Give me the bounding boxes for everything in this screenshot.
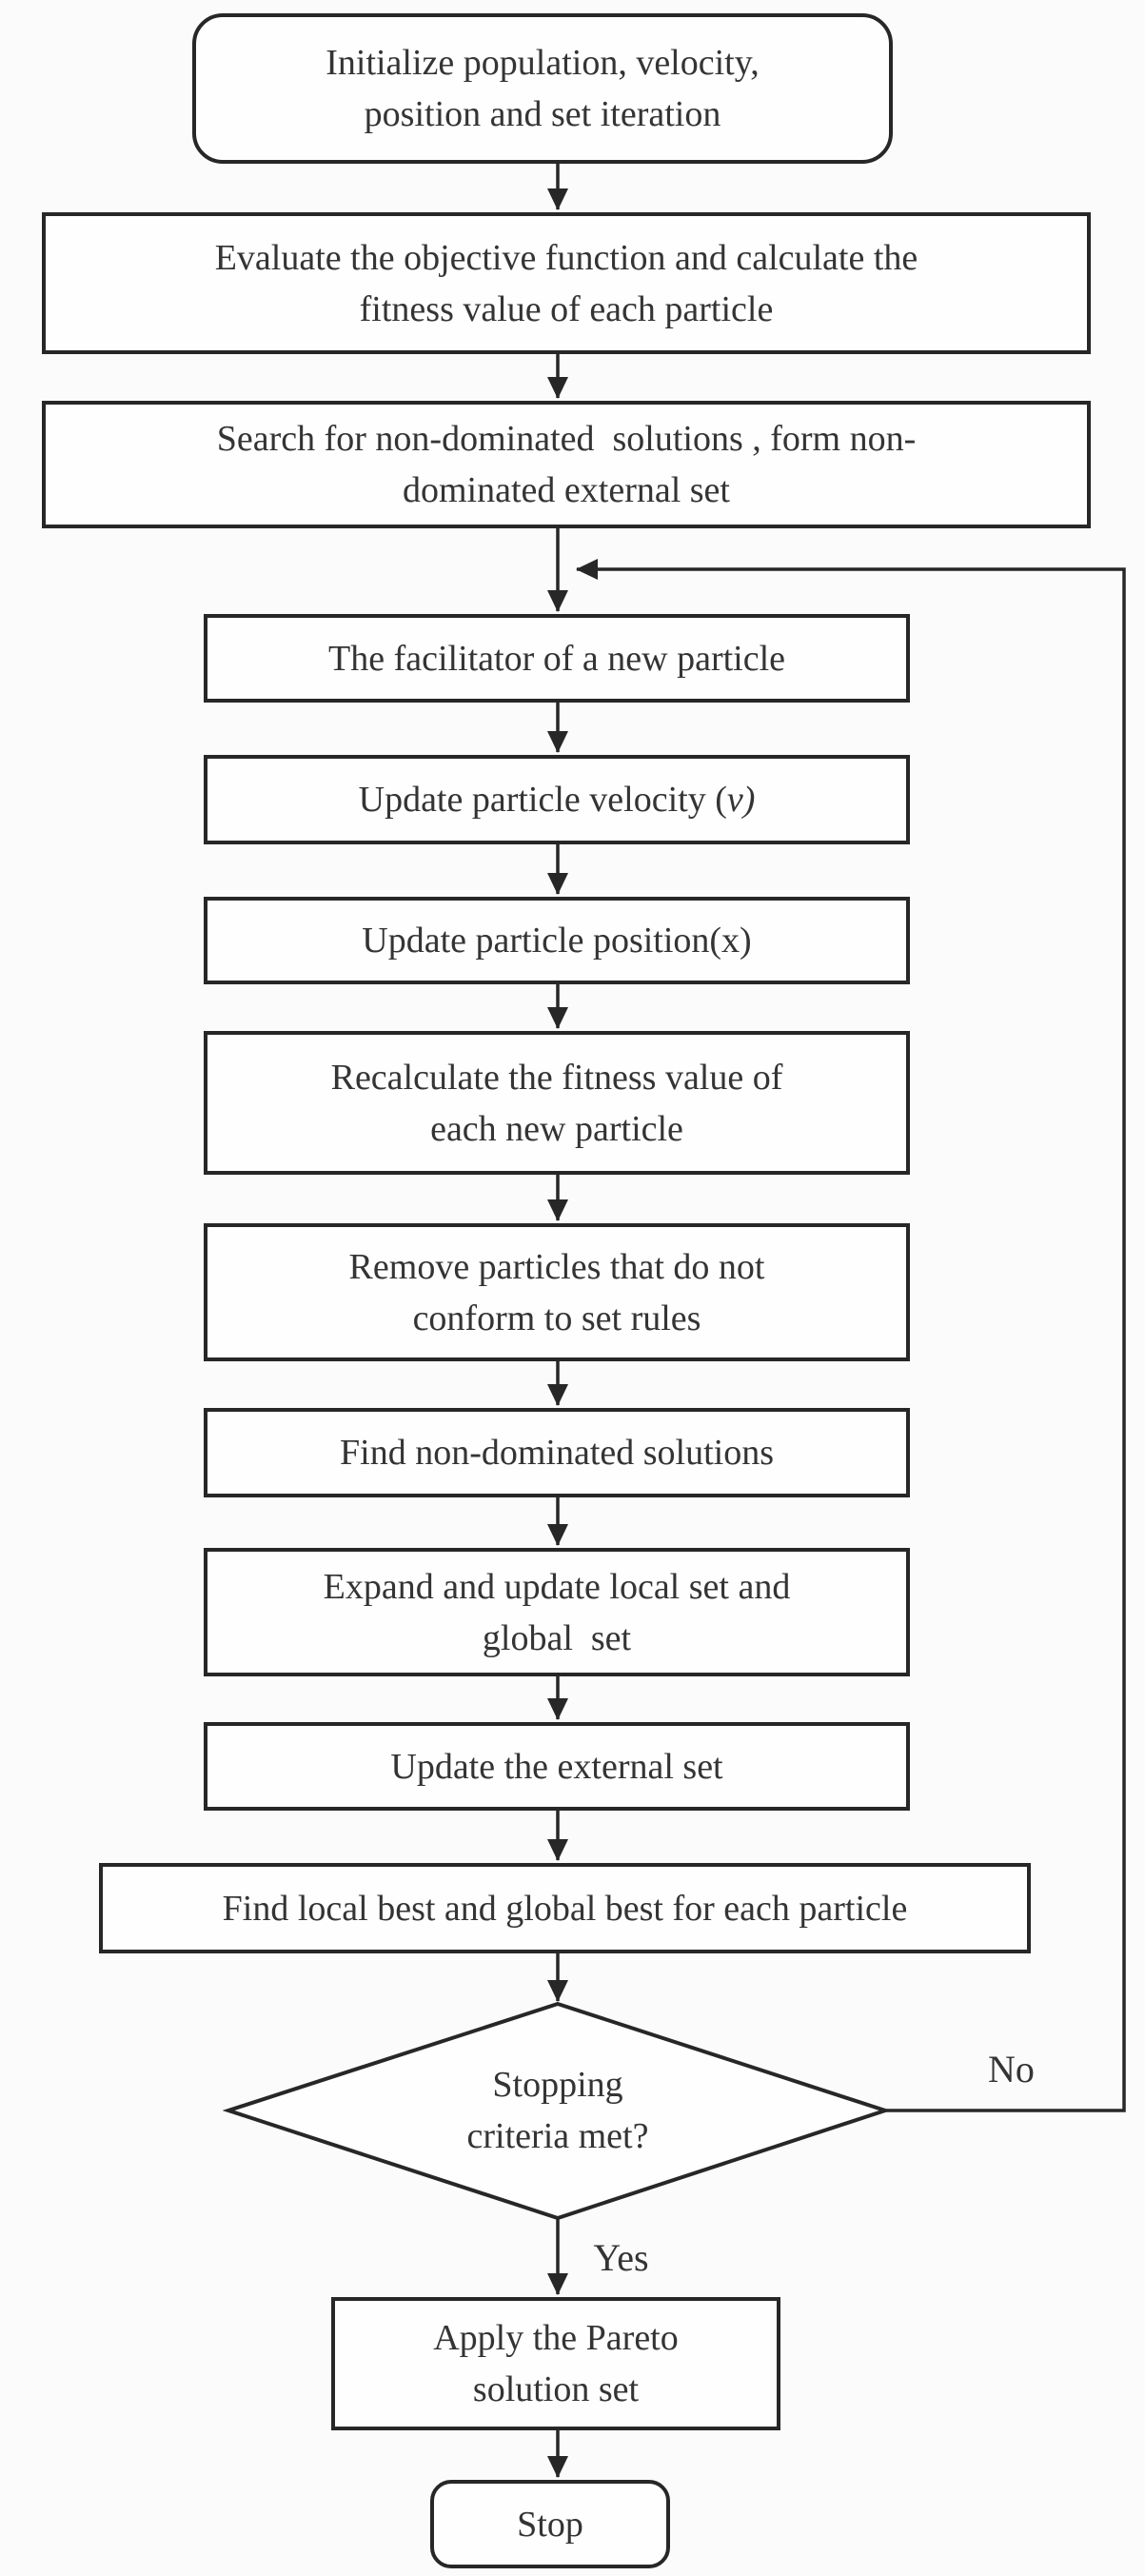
node-search-non-dominated: Search for non-dominated solutions , for… <box>42 401 1091 528</box>
node-text: Initialize population, velocity, <box>326 43 760 83</box>
node-text: Update particle velocity (v) <box>359 774 756 825</box>
node-facilitator: The facilitator of a new particle <box>204 614 910 703</box>
node-find-non-dominated: Find non-dominated solutions <box>204 1408 910 1497</box>
node-text: Search for non-dominated solutions , for… <box>216 419 917 459</box>
node-stopping-decision: Stopping criteria met? <box>377 2054 739 2167</box>
node-apply-pareto: Apply the Pareto solution set <box>331 2297 780 2430</box>
feedback-no-loop <box>576 559 1126 2112</box>
node-text: Stop <box>517 2504 583 2545</box>
node-text: dominated external set <box>403 470 730 510</box>
node-text: each new particle <box>430 1108 683 1149</box>
node-text: criteria met? <box>466 2116 649 2156</box>
node-text: Recalculate the fitness value of <box>330 1057 783 1098</box>
node-stop: Stop <box>430 2480 670 2568</box>
edge-label-no: No <box>988 2048 1035 2091</box>
node-update-external-set: Update the external set <box>204 1722 910 1811</box>
node-text: Apply the Pareto <box>433 2318 679 2358</box>
node-update-position: Update particle position(x) <box>204 897 910 984</box>
node-text: conform to set rules <box>412 1298 701 1338</box>
node-remove-particles: Remove particles that do not conform to … <box>204 1223 910 1361</box>
node-text: fitness value of each particle <box>359 288 774 329</box>
node-text: solution set <box>472 2369 640 2409</box>
node-text: The facilitator of a new particle <box>327 638 786 679</box>
node-text: Update the external set <box>390 1746 723 1787</box>
node-evaluate: Evaluate the objective function and calc… <box>42 212 1091 354</box>
node-text-regular: Update particle velocity ( <box>358 780 727 820</box>
node-find-best: Find local best and global best for each… <box>99 1863 1031 1953</box>
node-text: global set <box>482 1617 632 1658</box>
node-text: Evaluate the objective function and calc… <box>214 237 918 278</box>
node-text: Find non-dominated solutions <box>340 1433 774 1473</box>
node-text-italic: v) <box>726 780 756 820</box>
node-text: Remove particles that do not <box>348 1246 765 1287</box>
node-text: Expand and update local set and <box>323 1566 791 1607</box>
node-start: Initialize population, velocity, positio… <box>192 13 893 164</box>
node-text: Stopping <box>492 2065 623 2105</box>
node-text: position and set iteration <box>364 94 721 134</box>
decision-diamond-shape <box>222 2001 892 2221</box>
node-text: Find local best and global best for each… <box>222 1888 908 1929</box>
node-update-velocity: Update particle velocity (v) <box>204 755 910 844</box>
edge-label-yes: Yes <box>593 2236 649 2279</box>
node-recalculate-fitness: Recalculate the fitness value of each ne… <box>204 1031 910 1175</box>
node-expand-update-sets: Expand and update local set and global s… <box>204 1548 910 1676</box>
node-text: Update particle position(x) <box>362 921 752 961</box>
